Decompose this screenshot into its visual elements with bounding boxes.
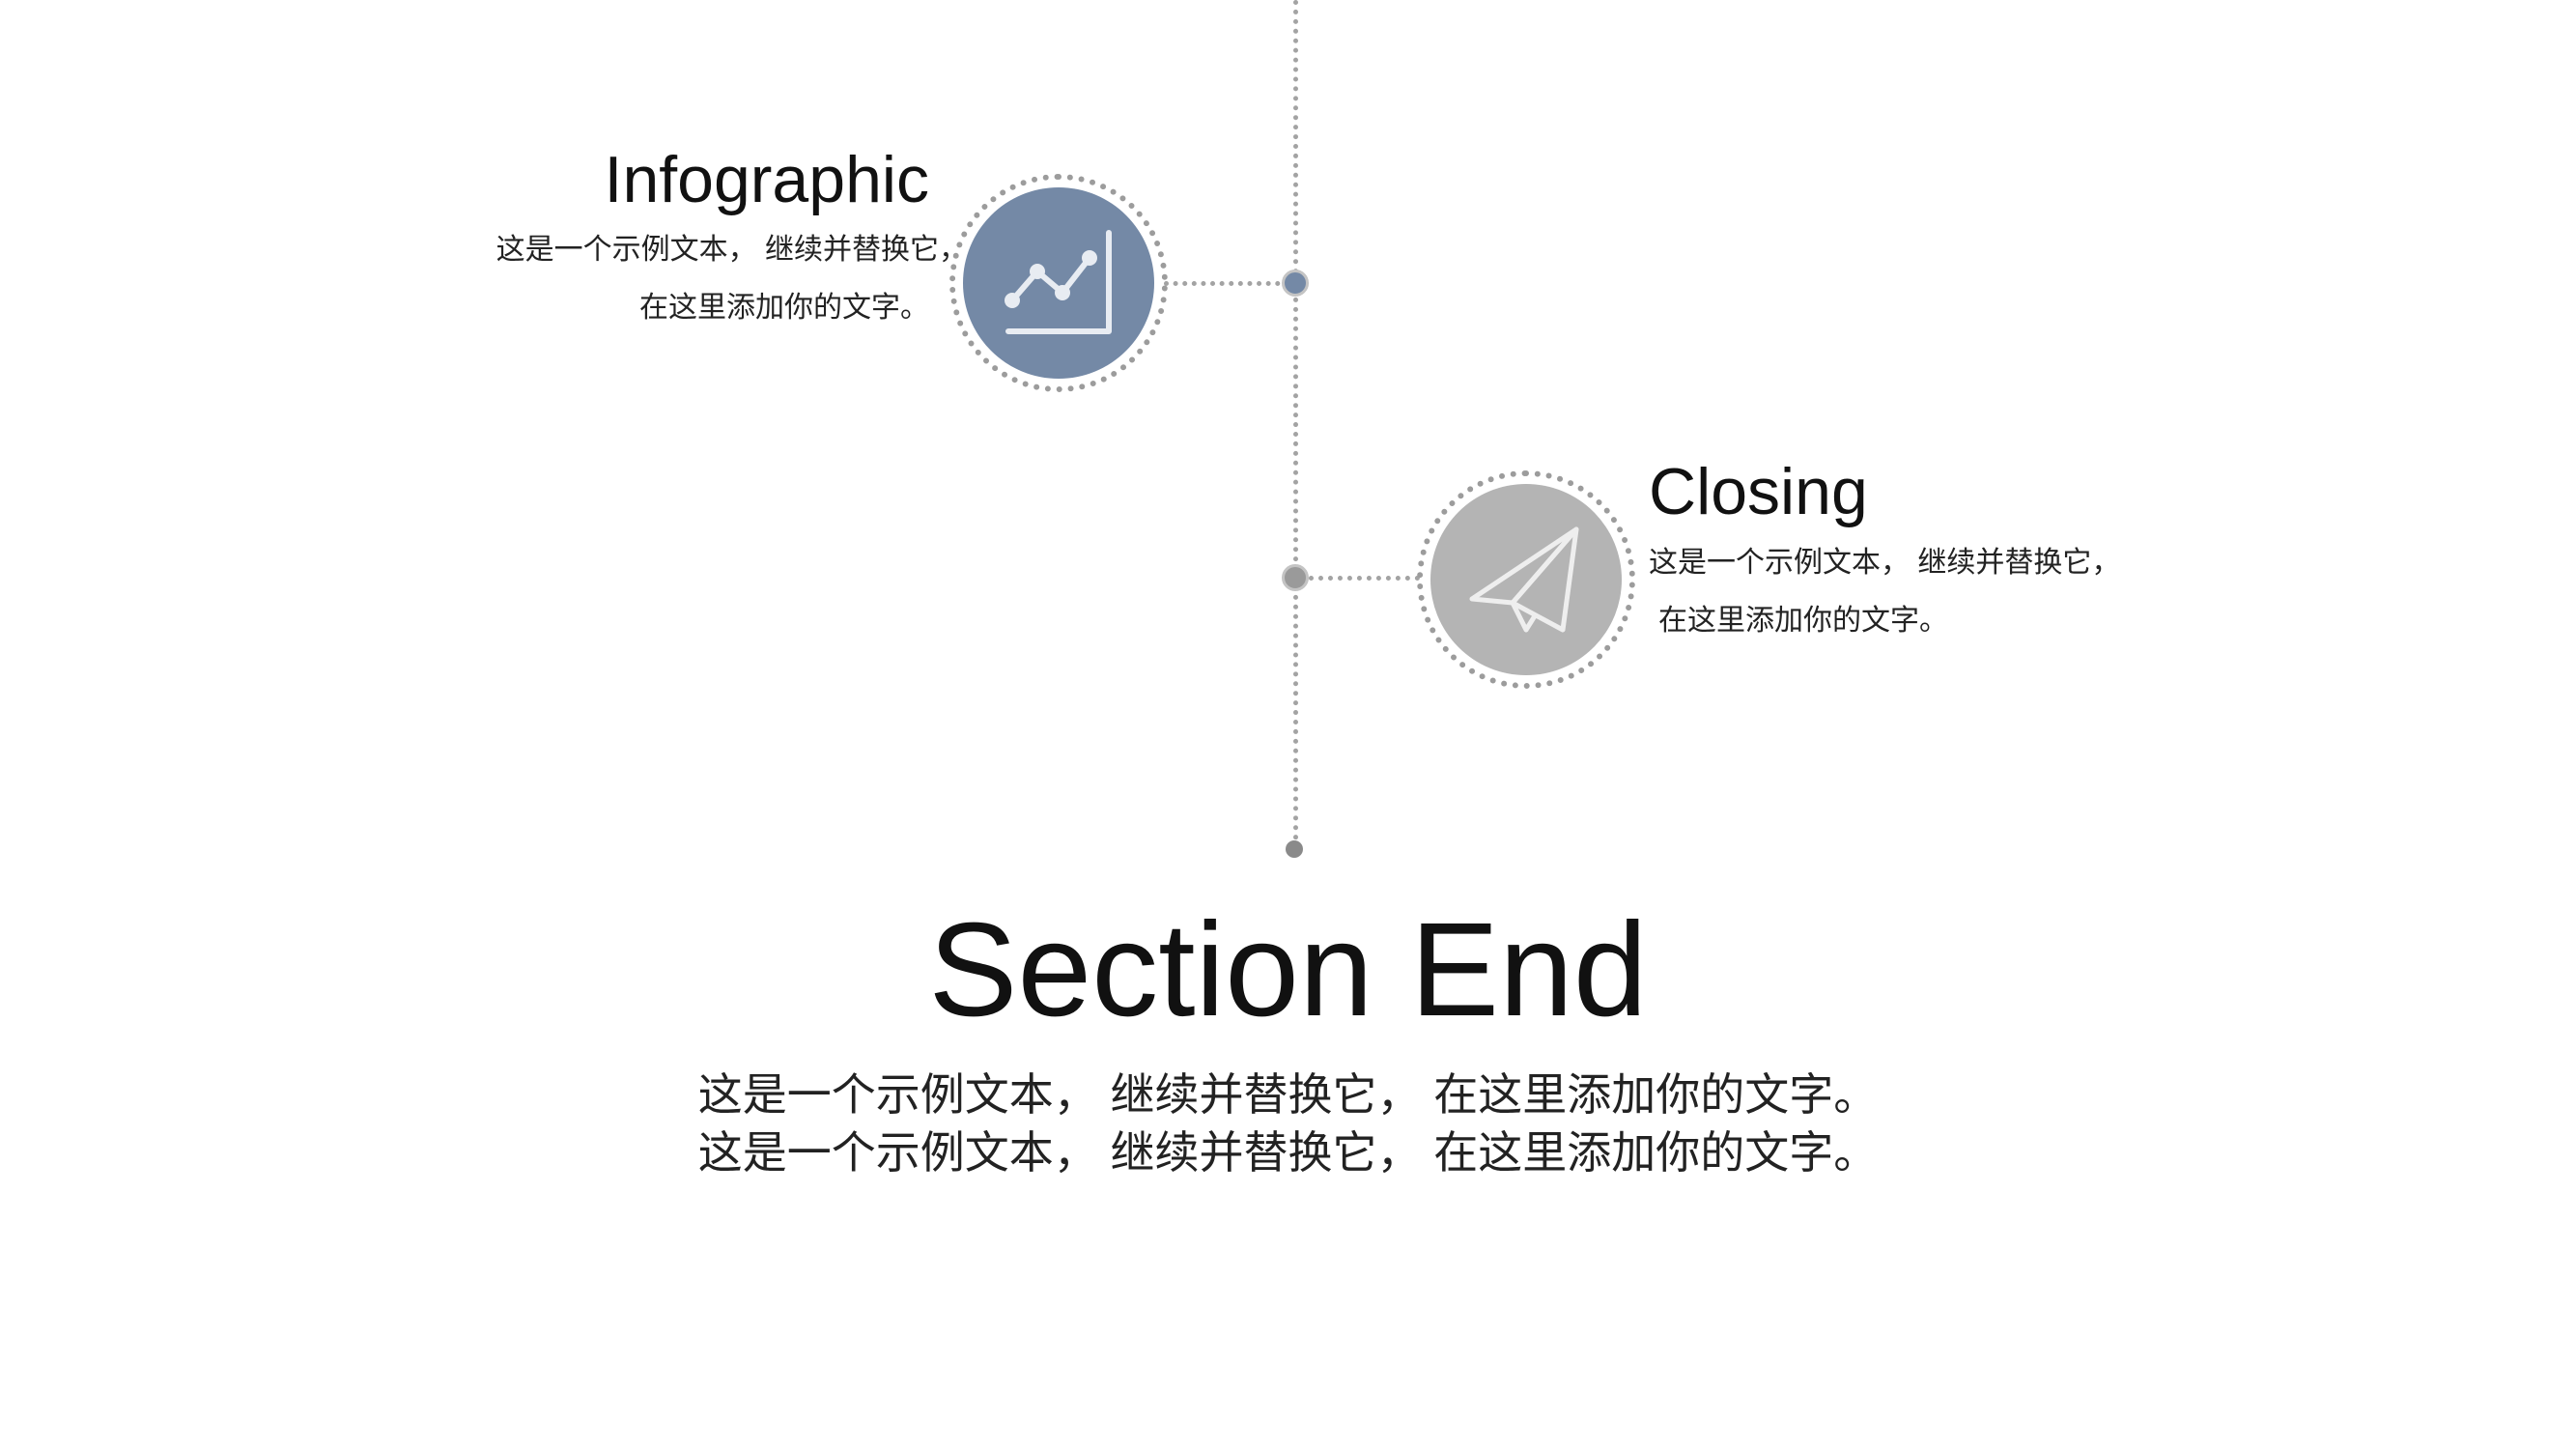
paper-plane-icon <box>1469 526 1579 633</box>
infographic-title: Infographic <box>604 143 929 216</box>
line-chart-icon <box>1005 230 1112 334</box>
timeline-end-dot <box>1286 840 1303 858</box>
timeline-node-infographic <box>1282 270 1309 297</box>
timeline-vertical-line <box>1293 0 1298 850</box>
connector-infographic <box>1164 281 1289 286</box>
infographic-icon-ring <box>949 174 1168 392</box>
closing-desc-line1: 这是一个示例文本， 继续并替换它， <box>1649 547 2121 579</box>
closing-desc-line2: 在这里添加你的文字。 <box>1658 605 1948 637</box>
infographic-icon-disc <box>963 187 1154 379</box>
infographic-desc-line2: 在这里添加你的文字。 <box>639 292 929 324</box>
closing-title: Closing <box>1649 455 1868 528</box>
closing-icon-ring <box>1417 470 1635 689</box>
closing-icon-disc <box>1430 484 1622 675</box>
infographic-desc-line1: 这是一个示例文本， 继续并替换它， <box>495 234 968 266</box>
connector-closing <box>1299 576 1420 581</box>
section-desc: 这是一个示例文本， 继续并替换它， 在这里添加你的文字。 这是一个示例文本， 继… <box>0 1065 2576 1181</box>
section-title: Section End <box>928 895 1648 1044</box>
timeline-node-closing <box>1282 564 1309 591</box>
section-desc-line1: 这是一个示例文本， 继续并替换它， 在这里添加你的文字。 <box>697 1069 1879 1120</box>
section-desc-line2: 这是一个示例文本， 继续并替换它， 在这里添加你的文字。 <box>697 1127 1879 1178</box>
